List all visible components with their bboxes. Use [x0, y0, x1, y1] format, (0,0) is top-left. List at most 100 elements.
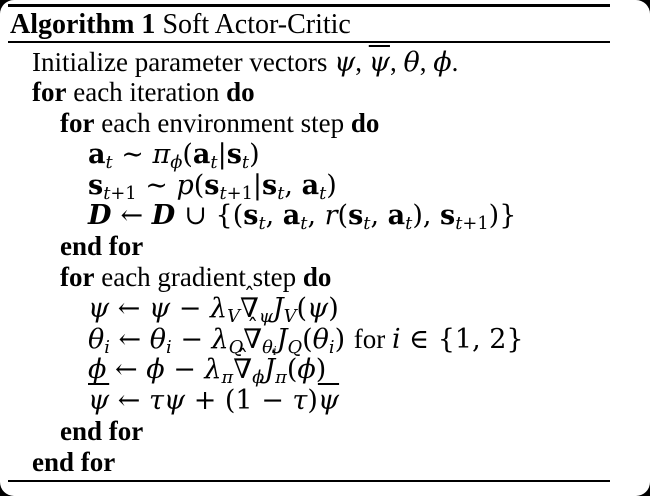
title-rule: [8, 41, 610, 43]
math-r: each gradient step: [94, 262, 303, 293]
math-m: ∼: [136, 169, 177, 201]
math-bf: a: [301, 169, 320, 201]
math-i: ψ: [317, 385, 340, 417]
math-scr: D: [88, 200, 112, 232]
math-sub: θi: [262, 336, 277, 358]
math-m: ,: [284, 169, 302, 201]
math-sub: t: [210, 151, 218, 173]
math-m: ),: [412, 200, 441, 232]
math-r: each iteration: [66, 77, 227, 108]
math-r: Initialize parameter vectors: [32, 46, 335, 77]
math-i: t: [210, 151, 218, 173]
math-i: π: [275, 367, 287, 389]
math-sub: t: [300, 213, 308, 235]
math-bf: s: [88, 169, 104, 201]
algorithm-line: Initialize parameter vectors ψ, ψ, θ, ϕ.: [0, 47, 650, 78]
math-i: i: [391, 323, 401, 355]
math-sub: ψ: [259, 306, 273, 327]
math-m: (: [286, 354, 298, 386]
math-m: ←: [109, 323, 150, 355]
math-m: (: [302, 323, 313, 355]
algorithm-line: for each iteration do: [0, 77, 650, 108]
math-r: ,: [419, 46, 434, 77]
math-m: ): [334, 323, 354, 355]
math-b: do: [350, 108, 380, 139]
math-i: θ: [403, 46, 420, 78]
math-i: λ: [211, 323, 229, 355]
math-i: λ: [209, 292, 228, 324]
math-i: θ: [262, 336, 273, 358]
math-bar: ψ: [88, 385, 109, 416]
math-b: for: [60, 262, 95, 293]
math-bar: ψ: [317, 385, 340, 417]
math-i: λ: [204, 354, 222, 386]
math-i: r: [324, 200, 338, 232]
algorithm-body: Initialize parameter vectors ψ, ψ, θ, ϕ.…: [0, 47, 650, 478]
math-m: +1: [226, 182, 253, 204]
math-i: ϕ: [297, 354, 316, 386]
math-sub: t: [277, 182, 285, 204]
algorithm-line: θi ← θi − λQ∇θiJQ(θi) for i ∈ {1, 2}: [0, 323, 650, 358]
math-sub: π: [275, 367, 287, 389]
math-sub: t+1: [219, 182, 253, 204]
math-sub: i: [328, 336, 335, 358]
algorithm-line: st+1 ∼ p(st+1|st, at): [0, 169, 650, 204]
math-sub: t+1: [455, 213, 488, 235]
math-i: t: [105, 151, 113, 173]
math-m: −: [171, 323, 212, 355]
math-i: π: [221, 367, 234, 389]
math-m: ,: [370, 200, 388, 232]
math-m: ←: [111, 200, 152, 232]
math-i: t: [241, 151, 250, 173]
algorithm-line: D ← D ∪ {(st, at, r(st, at), st+1)}: [0, 200, 650, 235]
math-sub: π: [221, 367, 234, 389]
math-i: J: [272, 292, 284, 324]
math-i: ψ: [334, 46, 356, 78]
math-sub: t+1: [103, 182, 137, 204]
math-hat: ∇: [233, 355, 252, 386]
math-m: (: [193, 169, 205, 201]
math-i: t: [300, 213, 308, 235]
math-b: end for: [60, 416, 144, 447]
math-m: + (1 −: [185, 385, 293, 417]
math-m: +1: [110, 182, 137, 204]
math-i: V: [227, 305, 240, 327]
math-sub: ϕ: [170, 152, 182, 173]
math-scr: D: [151, 200, 176, 232]
math-i: t: [277, 182, 285, 204]
algorithm-line: end for: [0, 447, 650, 478]
math-m: ): [326, 169, 337, 201]
math-m: ←: [109, 292, 149, 324]
math-b: do: [302, 262, 332, 293]
math-sub: i: [166, 336, 172, 358]
math-i: i: [166, 336, 172, 358]
math-bf: s: [440, 200, 456, 232]
math-m: (: [337, 200, 349, 232]
math-bf: a: [88, 138, 106, 170]
math-i: p: [176, 169, 194, 201]
math-i: θ: [88, 323, 105, 355]
math-i: ψ: [148, 292, 171, 324]
math-i: t: [103, 182, 111, 204]
math-i: ϕ: [146, 354, 165, 386]
algorithm-name: Soft Actor-Critic: [162, 9, 351, 40]
math-i: t: [319, 182, 327, 204]
math-i: t: [455, 213, 463, 235]
math-i: i: [328, 336, 335, 358]
math-i: ψ: [307, 292, 329, 324]
algorithm-line: end for: [0, 416, 650, 447]
math-i: i: [104, 336, 110, 358]
math-bf: s: [226, 138, 242, 170]
math-sub: t: [319, 182, 327, 204]
math-b: for: [60, 108, 95, 139]
math-m: )}: [488, 200, 517, 232]
math-m: ∪ {(: [175, 200, 244, 232]
math-sub: V: [284, 306, 297, 327]
math-r: for: [353, 323, 392, 354]
math-r: .: [451, 46, 459, 77]
math-bf: a: [192, 138, 211, 170]
algorithm-line: for each gradient step do: [0, 262, 650, 293]
algorithm-line: end for: [0, 231, 650, 262]
math-m: ∈ {1, 2}: [400, 323, 524, 355]
